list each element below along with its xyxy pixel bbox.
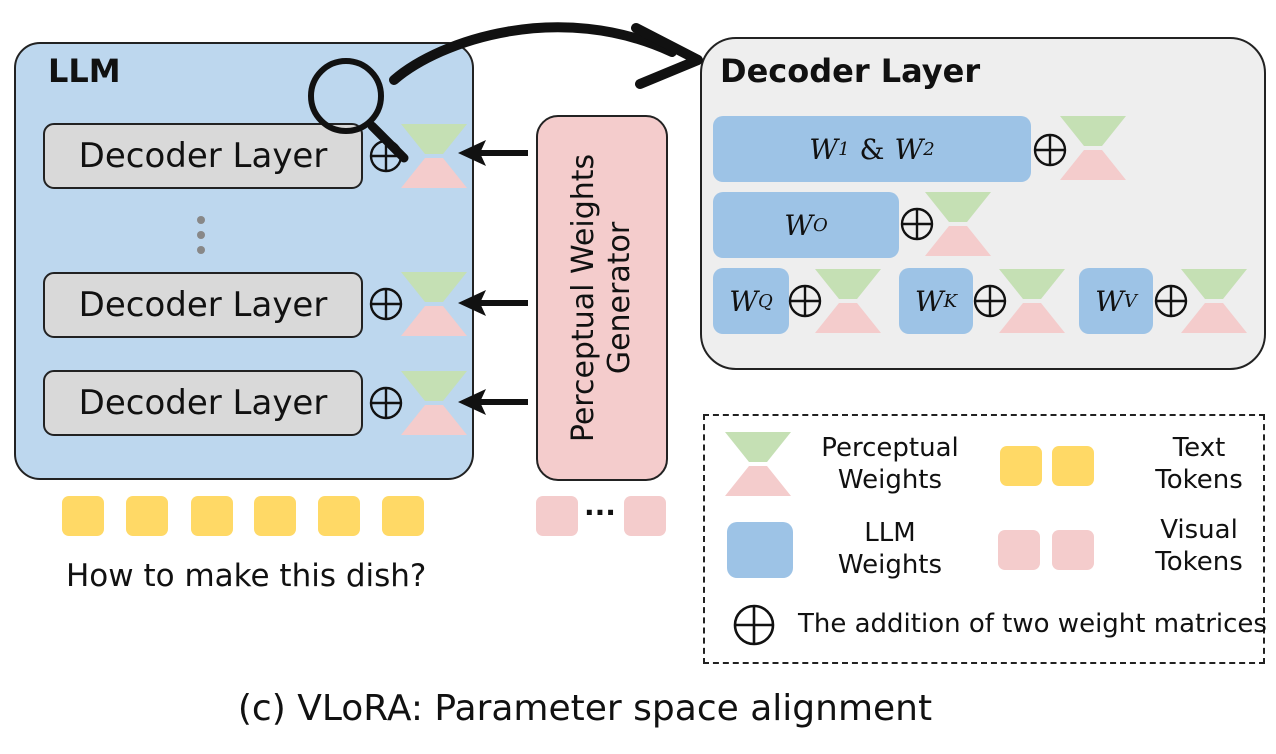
legend-visual-token xyxy=(998,530,1040,570)
visual-token-ellipsis: ··· xyxy=(584,496,616,529)
decoder-detail-title: Decoder Layer xyxy=(720,52,981,90)
vertical-ellipsis-icon xyxy=(197,216,205,254)
legend-llm-weight-swatch xyxy=(727,522,793,578)
legend-text-token xyxy=(1000,446,1042,486)
question-text: How to make this dish? xyxy=(66,558,427,594)
legend-perceptual-label: Perceptual Weights xyxy=(821,433,959,495)
addition-icon xyxy=(369,386,403,420)
addition-icon xyxy=(369,287,403,321)
perceptual-weights-icon xyxy=(925,192,991,256)
visual-token xyxy=(536,496,578,536)
magnifier-icon xyxy=(308,58,409,163)
arrow-icon xyxy=(458,290,528,316)
legend-text-token xyxy=(1052,446,1094,486)
legend-box xyxy=(703,414,1265,664)
text-token xyxy=(318,496,360,536)
legend-llm-weights-label: LLM Weights xyxy=(837,518,943,580)
perceptual-weights-generator xyxy=(536,115,668,481)
perceptual-weights-icon xyxy=(1181,269,1247,333)
addition-icon xyxy=(788,284,822,318)
text-token xyxy=(62,496,104,536)
perceptual-weights-icon xyxy=(815,269,881,333)
addition-icon xyxy=(1033,133,1067,167)
text-token xyxy=(382,496,424,536)
perceptual-weights-icon xyxy=(401,371,467,435)
arrow-icon xyxy=(458,389,528,415)
addition-icon xyxy=(1154,284,1188,318)
addition-icon xyxy=(973,284,1007,318)
decoder-layer-2: Decoder Layer xyxy=(43,272,363,338)
legend-perceptual-weights-icon xyxy=(725,432,791,496)
legend-addition-icon xyxy=(733,604,775,646)
addition-icon xyxy=(900,207,934,241)
decoder-layer-1: Decoder Layer xyxy=(43,123,363,189)
perceptual-weights-icon xyxy=(999,269,1065,333)
perceptual-weights-icon xyxy=(401,272,467,336)
perceptual-weights-icon xyxy=(401,124,467,188)
perceptual-weights-icon xyxy=(1060,116,1126,180)
decoder-layer-3: Decoder Layer xyxy=(43,370,363,436)
legend-addition-label: The addition of two weight matrices xyxy=(798,609,1267,639)
text-token xyxy=(191,496,233,536)
zoom-arrow-icon xyxy=(389,22,703,89)
text-token xyxy=(126,496,168,536)
legend-visual-token xyxy=(1052,530,1094,570)
legend-text-tokens-label: Text Tokens xyxy=(1155,433,1243,495)
arrow-icon xyxy=(458,140,528,166)
legend-visual-tokens-label: Visual Tokens xyxy=(1155,515,1243,577)
figure-caption: (c) VLoRA: Parameter space alignment xyxy=(237,688,933,729)
llm-title: LLM xyxy=(48,52,121,90)
text-token xyxy=(254,496,296,536)
visual-token xyxy=(624,496,666,536)
